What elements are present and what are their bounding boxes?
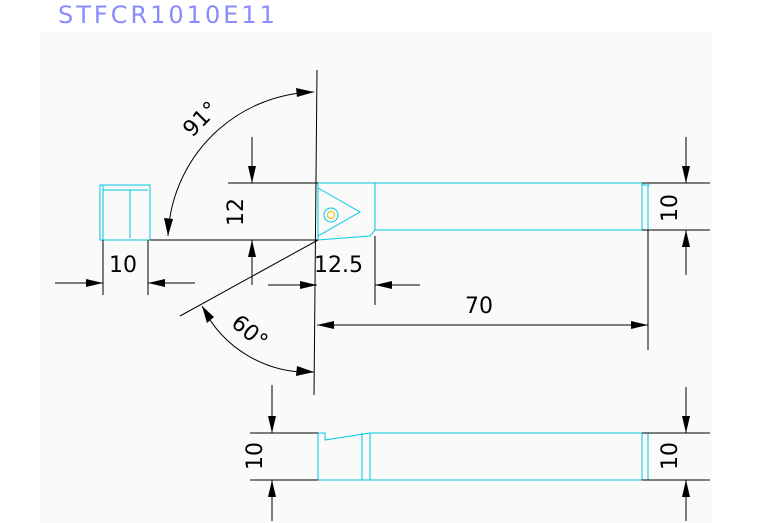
end-view-outline <box>99 184 151 241</box>
angle-arc-top <box>167 91 315 237</box>
insert-screw-hole-icon <box>327 211 335 219</box>
side-height-right-10-label: 10 <box>658 442 683 470</box>
arrow-head <box>296 88 314 97</box>
arrow-head <box>248 166 256 183</box>
arrow-head <box>682 480 690 497</box>
offset-12-5-label: 12.5 <box>314 253 363 278</box>
shank-height-10-label: 10 <box>658 194 683 222</box>
arrow-head <box>202 306 214 323</box>
height-12-label: 12 <box>224 198 249 226</box>
arrow-head <box>300 281 317 289</box>
arrow-head <box>268 480 276 497</box>
angle-line-bottom <box>179 239 319 317</box>
width-10-label: 10 <box>109 253 137 278</box>
arrow-head <box>682 416 690 433</box>
arrow-head <box>148 279 165 287</box>
reference-line <box>313 69 318 396</box>
tool-top-view <box>99 182 650 241</box>
arrow-head <box>86 279 103 287</box>
side-height-left-10-label: 10 <box>243 442 268 470</box>
side-shank-outline <box>317 432 643 481</box>
dimension-lines <box>55 69 710 521</box>
drawing-title: STFCR1010E11 <box>58 1 278 29</box>
arrow-head <box>682 166 690 183</box>
tool-side-view <box>317 432 649 481</box>
length-70-label: 70 <box>465 294 493 319</box>
arrow-head <box>375 281 392 289</box>
drawing-canvas <box>40 32 712 523</box>
insert-screw-icon <box>323 207 339 223</box>
angle-60-label: 60° <box>226 310 272 354</box>
arrow-head <box>164 218 173 236</box>
arrow-head <box>268 416 276 433</box>
arrow-head <box>317 321 334 329</box>
arrow-head <box>248 240 256 257</box>
insert-outline <box>317 187 362 237</box>
angle-91-label: 91° <box>179 97 224 142</box>
arrow-head <box>682 230 690 247</box>
arrow-head <box>296 366 314 376</box>
dimension-labels: 91° 60° 12 10 12.5 70 10 10 10 <box>109 97 683 470</box>
arrow-head <box>631 321 648 329</box>
shank-outline <box>317 182 643 241</box>
